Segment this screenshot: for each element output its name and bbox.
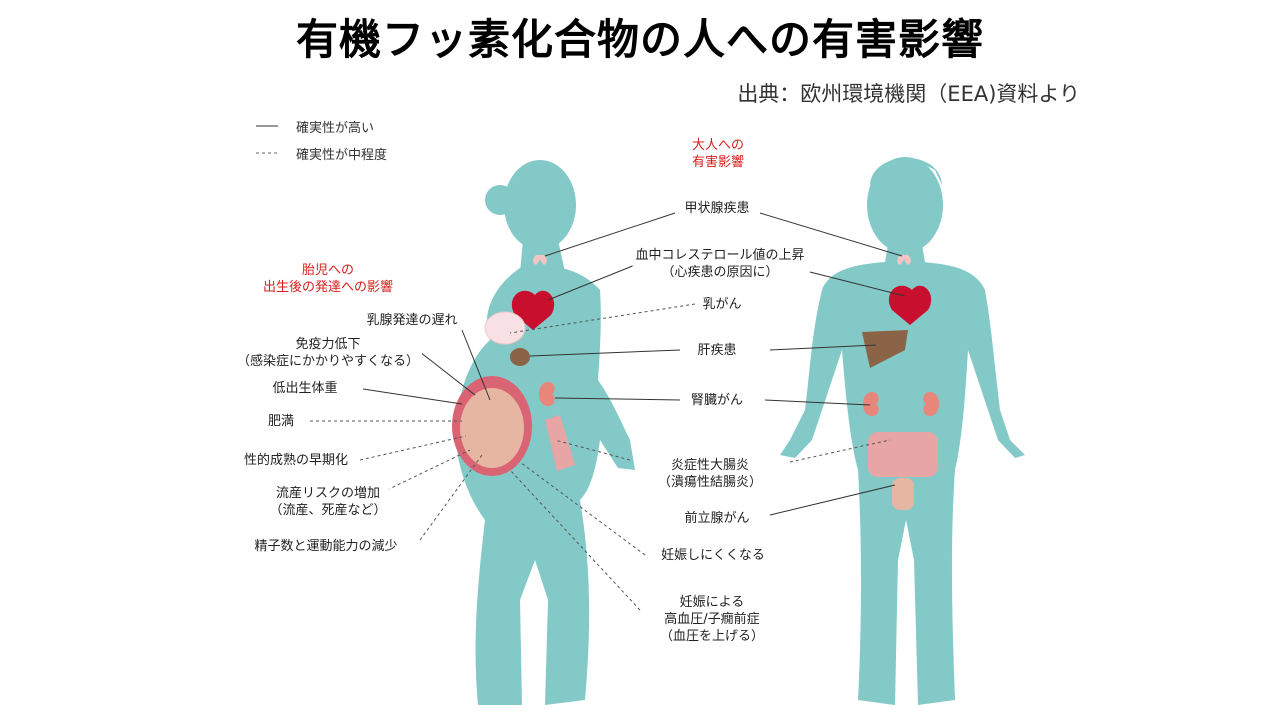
woman-body xyxy=(455,265,635,705)
legend-solid-label: 確実性が高い xyxy=(296,121,375,136)
woman-breast xyxy=(484,311,526,345)
legend-dashed-label: 確実性が中程度 xyxy=(296,148,388,163)
legend-solid: 確実性が高い xyxy=(296,117,374,136)
label-sperm: 精子数と運動能力の減少 xyxy=(251,538,401,555)
woman-intestine xyxy=(545,415,575,471)
woman-organs xyxy=(452,255,575,476)
man-kidney-right xyxy=(923,392,939,416)
man-figure xyxy=(780,157,1025,705)
fetus xyxy=(460,388,524,468)
label-infertility: 妊娠しにくくなる xyxy=(658,547,768,564)
label-breast-cancer: 乳がん xyxy=(699,296,745,313)
label-cholesterol: 血中コレステロール値の上昇 （心疾患の原因に） xyxy=(632,247,808,281)
adult-effects-heading: 大人への 有害影響 xyxy=(691,138,745,170)
leader-lines-solid xyxy=(362,212,906,516)
label-obesity: 肥満 xyxy=(264,413,298,430)
label-early-puberty: 性的成熟の早期化 xyxy=(240,452,352,469)
label-mammary: 乳腺発達の遅れ xyxy=(363,312,461,329)
man-heart xyxy=(888,285,932,325)
source-credit: 出典：欧州環境機関（EEA)資料より xyxy=(737,82,1080,106)
legend-dashed: 確実性が中程度 xyxy=(296,144,387,163)
man-liver xyxy=(862,330,908,368)
woman-head xyxy=(504,160,576,250)
label-colitis: 炎症性大腸炎 （潰瘍性結腸炎） xyxy=(654,457,766,491)
man-thyroid xyxy=(897,255,911,265)
woman-kidney xyxy=(539,382,555,406)
label-hypertension: 妊娠による 高血圧/子癇前症 （血圧を上げる） xyxy=(656,594,768,645)
man-intestine xyxy=(868,432,938,477)
label-prostate: 前立腺がん xyxy=(681,510,753,527)
label-kidney: 腎臓がん xyxy=(687,392,747,409)
label-miscarriage: 流産リスクの増加 （流産、死産など） xyxy=(266,485,390,519)
label-low-birth-weight: 低出生体重 xyxy=(269,380,341,397)
label-thyroid: 甲状腺疾患 xyxy=(681,200,753,217)
label-liver: 肝疾患 xyxy=(694,342,740,359)
man-prostate xyxy=(892,478,914,510)
man-kidney-left xyxy=(863,392,879,416)
fetus-effects-heading: 胎児への 出生後の発達への影響 xyxy=(262,263,394,295)
legend-lines xyxy=(256,125,278,154)
leader-lines-dashed xyxy=(310,303,891,611)
page-title: 有機フッ素化合物の人への有害影響 xyxy=(295,15,984,64)
man-organs xyxy=(862,255,939,510)
man-head xyxy=(867,157,943,253)
woman-figure xyxy=(455,160,635,705)
woman-liver xyxy=(510,348,530,366)
man-hair xyxy=(870,157,942,185)
woman-thyroid xyxy=(533,255,547,265)
label-immunity: 免疫力低下 （感染症にかかりやすくなる） xyxy=(233,336,423,370)
